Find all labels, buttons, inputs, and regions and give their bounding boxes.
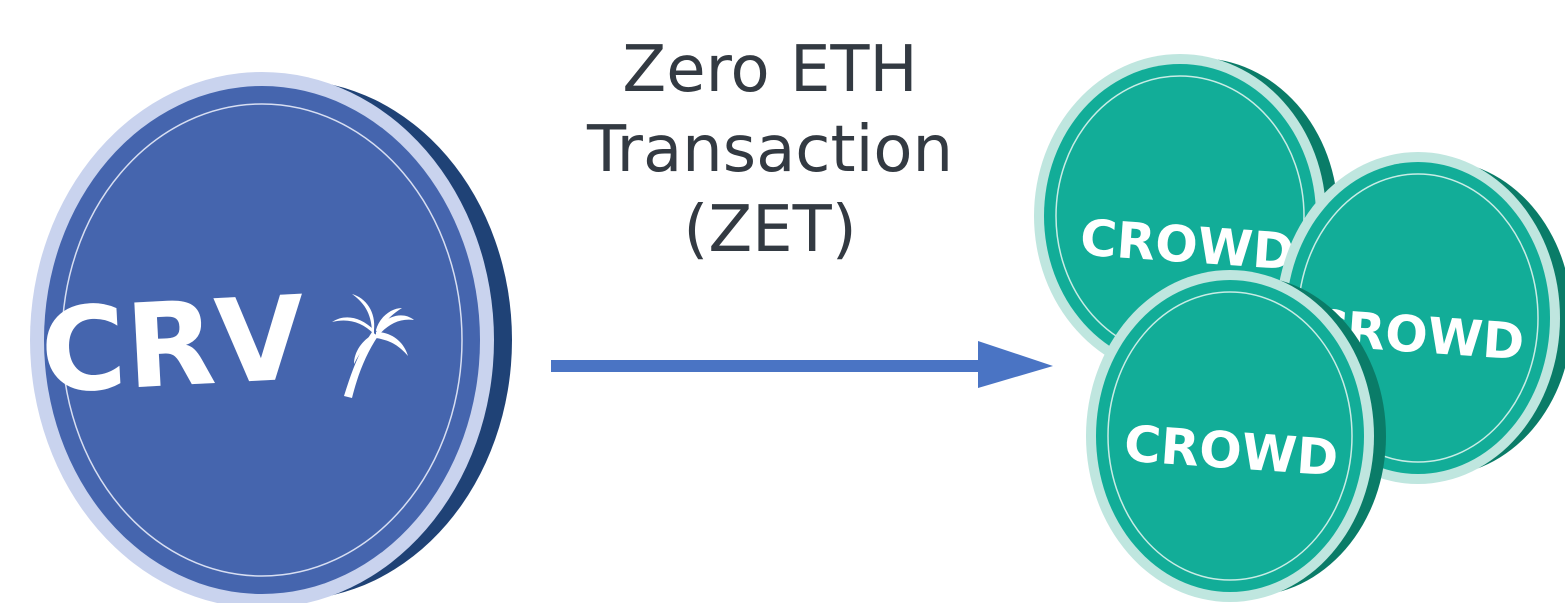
transaction-caption: Zero ETH Transaction (ZET) <box>490 30 1050 270</box>
transfer-arrow <box>551 341 1053 388</box>
crv-coin: CRV <box>30 72 512 607</box>
crv-coin-face <box>44 86 480 594</box>
crowd-coin-inner-ring <box>1107 291 1353 581</box>
caption-line-2: Transaction <box>586 113 954 187</box>
arrow-shaft <box>551 360 983 372</box>
palm-tree-icon <box>332 294 414 398</box>
crowd-coin-front: CROWD <box>1086 270 1386 602</box>
arrow-head <box>978 341 1053 388</box>
crv-coin-label: CRV <box>37 271 308 420</box>
caption-line-3: (ZET) <box>683 193 857 267</box>
crv-coin-inner-ring <box>61 103 463 577</box>
crowd-coin-face <box>1096 280 1364 592</box>
caption-line-1: Zero ETH <box>622 33 918 107</box>
